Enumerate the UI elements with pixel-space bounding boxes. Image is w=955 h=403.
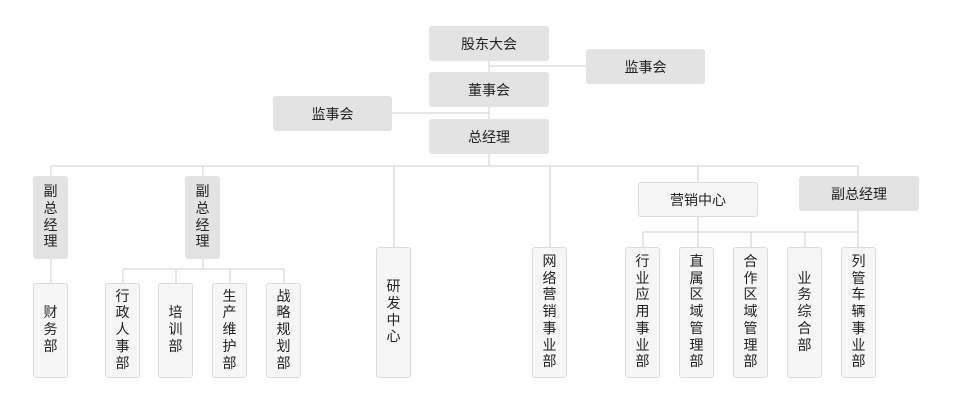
node-industry-app[interactable]: 行业应用事业部 — [625, 247, 660, 378]
node-production-maintenance[interactable]: 生产维护部 — [212, 283, 247, 378]
node-vp-2[interactable]: 副总经理 — [185, 176, 220, 259]
node-train-vehicle[interactable]: 列管车辆事业部 — [841, 247, 876, 378]
node-marketing-center[interactable]: 营销中心 — [638, 182, 758, 217]
node-vp-1[interactable]: 副总经理 — [33, 176, 68, 259]
node-label: 直属区域管理部 — [689, 253, 704, 371]
node-shareholders[interactable]: 股东大会 — [429, 26, 549, 61]
node-label: 董事会 — [468, 82, 510, 99]
node-online-marketing[interactable]: 网络营销事业部 — [532, 247, 567, 378]
node-rd-center[interactable]: 研发中心 — [376, 247, 411, 378]
node-label: 副总经理 — [43, 183, 58, 251]
node-label: 营销中心 — [670, 192, 726, 209]
node-partner-region[interactable]: 合作区域管理部 — [733, 247, 768, 378]
node-label: 行政人事部 — [115, 288, 130, 372]
node-label: 研发中心 — [386, 278, 401, 346]
node-label: 网络营销事业部 — [542, 253, 557, 371]
node-business-general[interactable]: 业务综合部 — [787, 247, 822, 378]
node-label: 副总经理 — [831, 186, 887, 203]
node-label: 副总经理 — [195, 183, 210, 251]
node-label: 行业应用事业部 — [635, 253, 650, 371]
node-label: 培训部 — [168, 305, 183, 355]
node-admin-hr[interactable]: 行政人事部 — [105, 283, 140, 378]
node-training[interactable]: 培训部 — [158, 283, 193, 378]
node-label: 列管车辆事业部 — [851, 253, 866, 371]
node-label: 业务综合部 — [797, 270, 812, 354]
node-label: 总经理 — [468, 129, 510, 146]
node-label: 财务部 — [43, 305, 58, 355]
node-board[interactable]: 董事会 — [429, 72, 549, 107]
node-finance[interactable]: 财务部 — [33, 283, 68, 378]
node-supervisory-left[interactable]: 监事会 — [273, 96, 392, 131]
node-vp-3[interactable]: 副总经理 — [799, 176, 919, 211]
node-supervisory-top[interactable]: 监事会 — [586, 49, 705, 84]
node-label: 生产维护部 — [222, 288, 237, 372]
node-label: 监事会 — [311, 106, 354, 123]
node-label: 监事会 — [624, 59, 667, 76]
node-direct-region[interactable]: 直属区域管理部 — [679, 247, 714, 378]
node-label: 合作区域管理部 — [743, 253, 758, 371]
node-strategy-planning[interactable]: 战略规划部 — [266, 283, 301, 378]
node-label: 股东大会 — [461, 36, 517, 53]
node-label: 战略规划部 — [276, 288, 291, 372]
node-general-manager[interactable]: 总经理 — [429, 119, 549, 154]
